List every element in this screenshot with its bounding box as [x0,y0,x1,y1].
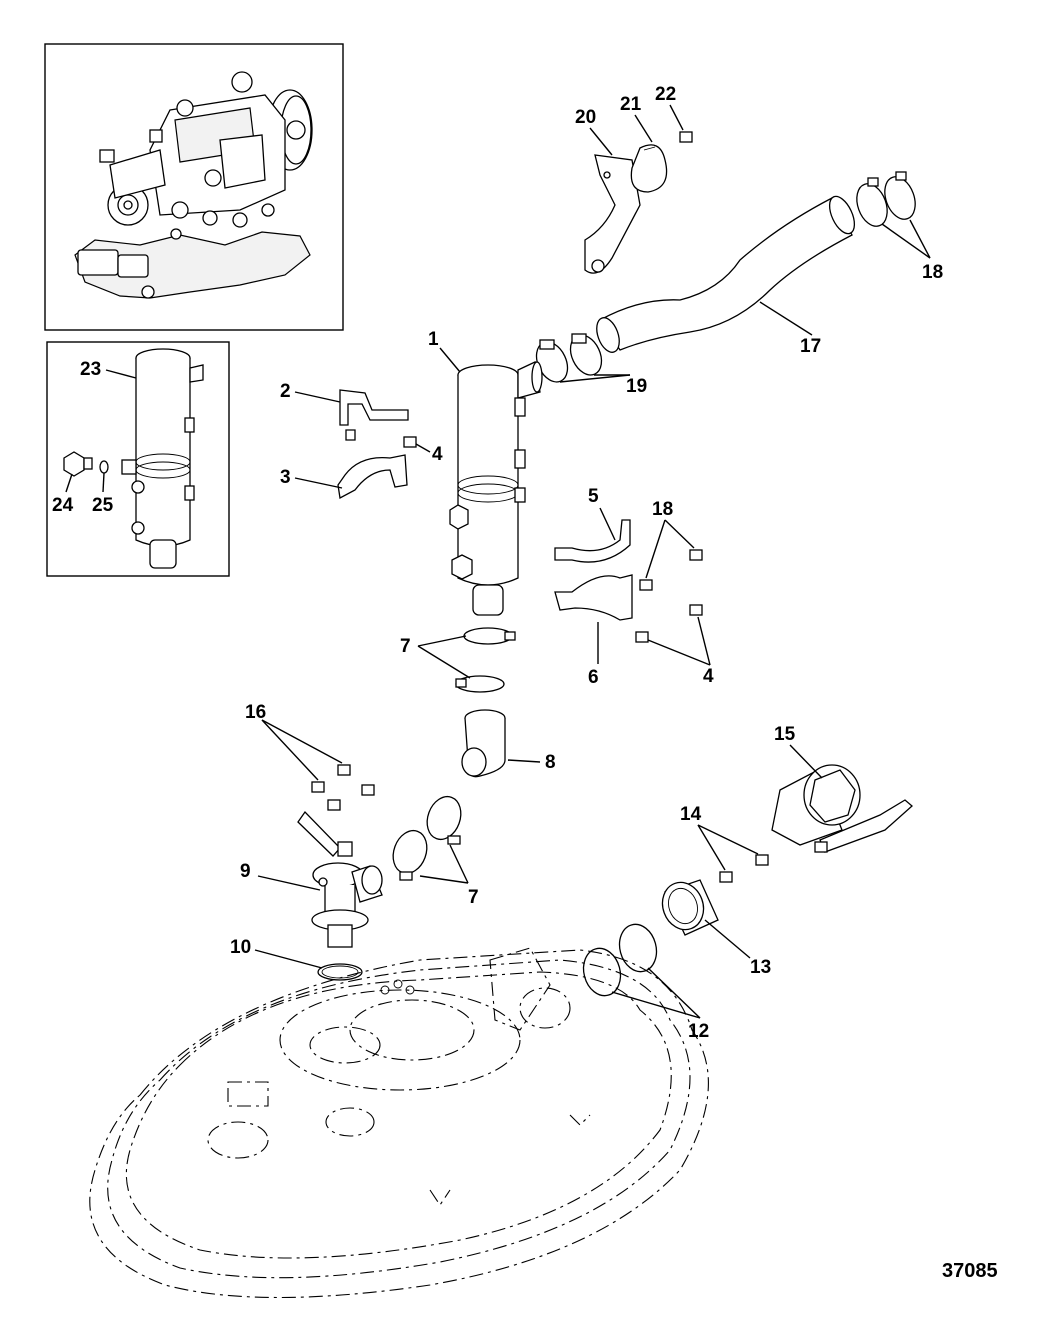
engine-inset [44,43,344,331]
mounting-straps-right [554,519,633,621]
sea-strainer [771,764,913,853]
seacock-valve [297,810,383,948]
callout-6: 6 [588,667,599,688]
mounting-bolts-16 [311,764,375,811]
callout-24: 24 [52,495,74,516]
callout-9: 9 [240,861,251,882]
callout-18-upper: 18 [922,262,943,283]
muffler-detail-inset: 23 24 25 [46,341,230,577]
callout-19: 18 [652,499,673,520]
muffler [449,361,543,616]
callout-20: 20 [575,107,596,128]
callout-23: 23 [80,359,101,380]
figure-number: 37085 [942,1260,998,1282]
callout-18-lower: 19 [626,376,647,397]
exhaust-elbow [461,709,506,778]
callout-2: 2 [280,381,291,402]
bolts-14 [719,854,769,883]
hose-clamps-lower-pair [392,795,462,881]
callout-21: 21 [620,94,642,115]
callout-14: 14 [680,804,702,825]
callout-7-lower: 7 [468,887,479,908]
callout-7-upper: 7 [400,636,411,657]
callout-17: 17 [800,336,821,357]
o-ring-10 [317,963,363,981]
callout-12: 12 [688,1021,709,1042]
engine-inset-drawing [74,71,313,299]
callout-13: 13 [750,957,771,978]
callout-16: 16 [245,702,266,723]
hose-clamps-mid [455,627,516,693]
drive-base-housing [89,947,709,1299]
bolts-right [635,549,703,643]
hose-clamps-lower [535,333,603,383]
callout-15: 15 [774,724,796,745]
support-bracket [584,131,693,274]
mounting-brackets-left [337,389,417,500]
exhaust-hose [596,195,856,353]
inlet-adapter [661,879,719,936]
callout-5: 5 [588,486,599,507]
callout-4-lower: 4 [703,666,714,687]
o-rings-12 [582,923,658,997]
callout-3: 3 [280,467,291,488]
callout-1: 1 [428,329,439,350]
callout-25: 25 [92,495,114,516]
callout-22: 22 [655,84,676,105]
hose-clamps-upper [856,171,916,227]
callout-10: 10 [230,937,251,958]
callout-8: 8 [545,752,556,773]
callout-4-upper: 4 [432,444,443,465]
